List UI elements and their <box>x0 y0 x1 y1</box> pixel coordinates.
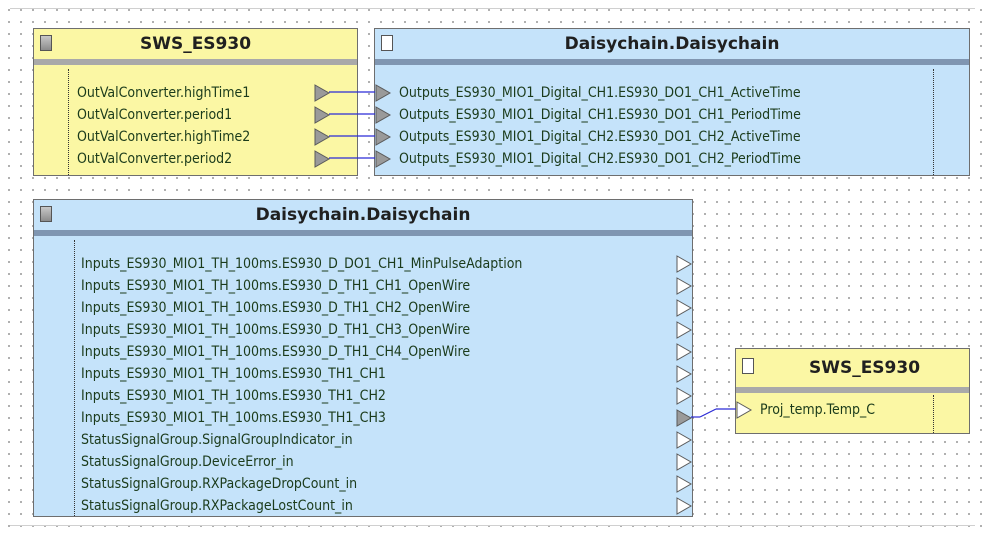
output-port[interactable]: Inputs_ES930_MIO1_TH_100ms.ES930_D_TH1_C… <box>81 342 470 362</box>
output-port[interactable]: OutValConverter.period1 <box>77 105 232 125</box>
port-arrow-icon[interactable] <box>314 84 331 102</box>
port-label: Outputs_ES930_MIO1_Digital_CH1.ES930_DO1… <box>399 107 801 123</box>
output-port[interactable]: Inputs_ES930_MIO1_TH_100ms.ES930_TH1_CH3 <box>81 408 386 428</box>
block-collapse-icon[interactable] <box>40 206 52 222</box>
port-divider <box>74 240 75 516</box>
header-bar <box>34 59 357 65</box>
port-arrow-icon[interactable] <box>676 277 693 295</box>
block-title: SWS_ES930 <box>808 358 921 378</box>
output-port[interactable]: StatusSignalGroup.SignalGroupIndicator_i… <box>81 430 353 450</box>
connection-wire[interactable] <box>699 408 717 418</box>
output-port[interactable]: StatusSignalGroup.RXPackageLostCount_in <box>81 496 353 516</box>
port-label: Inputs_ES930_MIO1_TH_100ms.ES930_D_TH1_C… <box>81 300 471 316</box>
block-collapse-icon[interactable] <box>742 358 754 374</box>
input-port[interactable]: Outputs_ES930_MIO1_Digital_CH1.ES930_DO1… <box>399 105 801 125</box>
port-label: Inputs_ES930_MIO1_TH_100ms.ES930_TH1_CH2 <box>81 388 386 404</box>
output-port[interactable]: StatusSignalGroup.RXPackageDropCount_in <box>81 474 357 494</box>
port-arrow-icon[interactable] <box>676 321 693 339</box>
port-arrow-icon[interactable] <box>314 106 331 124</box>
port-arrow-icon[interactable] <box>375 84 392 102</box>
port-arrow-icon[interactable] <box>736 401 753 419</box>
port-arrow-icon[interactable] <box>676 497 693 515</box>
input-port[interactable]: Proj_temp.Temp_C <box>760 400 875 420</box>
port-label: Inputs_ES930_MIO1_TH_100ms.ES930_D_TH1_C… <box>81 278 471 294</box>
port-label: Proj_temp.Temp_C <box>760 402 876 418</box>
block-title: SWS_ES930 <box>139 34 252 54</box>
port-label: Outputs_ES930_MIO1_Digital_CH2.ES930_DO1… <box>399 151 801 167</box>
block-daisychain-outputs[interactable]: Daisychain.Daisychain Inputs_ES930_MIO1_… <box>33 199 693 517</box>
port-arrow-icon[interactable] <box>676 475 693 493</box>
port-label: OutValConverter.period1 <box>77 107 233 123</box>
output-port[interactable]: OutValConverter.period2 <box>77 149 232 169</box>
port-arrow-icon[interactable] <box>375 150 392 168</box>
port-label: StatusSignalGroup.RXPackageLostCount_in <box>81 498 353 514</box>
port-label: Inputs_ES930_MIO1_TH_100ms.ES930_TH1_CH3 <box>81 410 386 426</box>
port-arrow-icon[interactable] <box>375 106 392 124</box>
header-bar <box>375 59 969 65</box>
block-title: Daisychain.Daisychain <box>564 34 780 54</box>
port-divider <box>933 395 934 433</box>
port-label: OutValConverter.highTime1 <box>77 85 251 101</box>
port-label: Outputs_ES930_MIO1_Digital_CH1.ES930_DO1… <box>399 85 801 101</box>
port-arrow-icon[interactable] <box>676 431 693 449</box>
port-arrow-icon[interactable] <box>676 299 693 317</box>
output-port[interactable]: Inputs_ES930_MIO1_TH_100ms.ES930_TH1_CH2 <box>81 386 386 406</box>
output-port[interactable]: Inputs_ES930_MIO1_TH_100ms.ES930_D_TH1_C… <box>81 298 470 318</box>
port-label: Inputs_ES930_MIO1_TH_100ms.ES930_D_DO1_C… <box>81 256 523 272</box>
port-arrow-icon[interactable] <box>676 453 693 471</box>
input-port[interactable]: Outputs_ES930_MIO1_Digital_CH1.ES930_DO1… <box>399 83 801 103</box>
output-port[interactable]: Inputs_ES930_MIO1_TH_100ms.ES930_D_TH1_C… <box>81 320 470 340</box>
output-port[interactable]: Inputs_ES930_MIO1_TH_100ms.ES930_D_TH1_C… <box>81 276 470 296</box>
output-port[interactable]: StatusSignalGroup.DeviceError_in <box>81 452 294 472</box>
input-port[interactable]: Outputs_ES930_MIO1_Digital_CH2.ES930_DO1… <box>399 127 801 147</box>
output-port[interactable]: Inputs_ES930_MIO1_TH_100ms.ES930_D_DO1_C… <box>81 254 522 274</box>
canvas-frame <box>10 8 975 526</box>
port-arrow-icon[interactable] <box>676 365 693 383</box>
port-label: Inputs_ES930_MIO1_TH_100ms.ES930_TH1_CH1 <box>81 366 386 382</box>
output-port[interactable]: OutValConverter.highTime2 <box>77 127 250 147</box>
port-label: OutValConverter.period2 <box>77 151 233 167</box>
port-arrow-icon[interactable] <box>676 387 693 405</box>
output-port[interactable]: Inputs_ES930_MIO1_TH_100ms.ES930_TH1_CH1 <box>81 364 386 384</box>
block-sws-es930-inputs[interactable]: SWS_ES930 Proj_temp.Temp_C <box>735 348 970 434</box>
port-label: StatusSignalGroup.SignalGroupIndicator_i… <box>81 432 353 448</box>
port-arrow-icon[interactable] <box>375 128 392 146</box>
port-divider <box>933 69 934 175</box>
port-divider <box>68 69 69 175</box>
block-title: Daisychain.Daisychain <box>255 205 471 225</box>
port-arrow-icon[interactable] <box>314 128 331 146</box>
header-bar <box>736 387 969 393</box>
port-label: Inputs_ES930_MIO1_TH_100ms.ES930_D_TH1_C… <box>81 344 471 360</box>
block-collapse-icon[interactable] <box>40 35 52 51</box>
port-arrow-icon[interactable] <box>676 343 693 361</box>
block-collapse-icon[interactable] <box>381 35 393 51</box>
port-label: StatusSignalGroup.DeviceError_in <box>81 454 294 470</box>
header-bar <box>34 230 692 236</box>
port-label: Inputs_ES930_MIO1_TH_100ms.ES930_D_TH1_C… <box>81 322 471 338</box>
output-port[interactable]: OutValConverter.highTime1 <box>77 83 250 103</box>
port-label: StatusSignalGroup.RXPackageDropCount_in <box>81 476 358 492</box>
port-arrow-icon[interactable] <box>676 255 693 273</box>
input-port[interactable]: Outputs_ES930_MIO1_Digital_CH2.ES930_DO1… <box>399 149 801 169</box>
port-arrow-icon[interactable] <box>676 409 693 427</box>
port-label: OutValConverter.highTime2 <box>77 129 251 145</box>
port-arrow-icon[interactable] <box>314 150 331 168</box>
port-label: Outputs_ES930_MIO1_Digital_CH2.ES930_DO1… <box>399 129 801 145</box>
block-daisychain-inputs[interactable]: Daisychain.Daisychain Outputs_ES930_MIO1… <box>374 28 970 176</box>
